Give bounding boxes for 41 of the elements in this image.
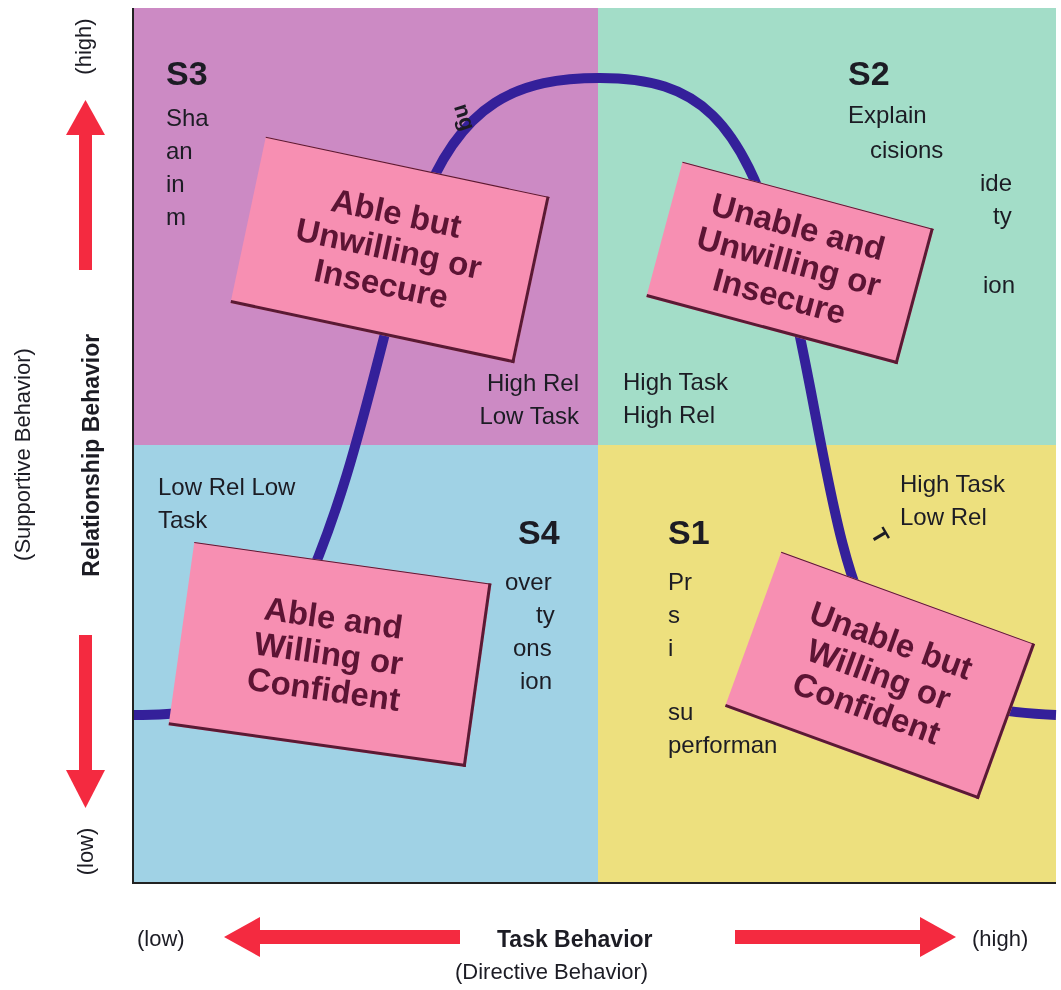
quadrant-text: in xyxy=(166,169,185,199)
quadrant xyxy=(133,8,598,445)
axis-label: (high) xyxy=(69,18,97,75)
quadrant-text: High Task High Rel xyxy=(623,367,729,430)
quadrant-text: High Task Low Rel xyxy=(900,469,1006,532)
axis-label: (high) xyxy=(972,925,1029,953)
curve-label: ng xyxy=(449,100,480,134)
style-label: S1 xyxy=(668,515,710,549)
quadrant-text: Pr xyxy=(668,567,692,597)
axis-label: (low) xyxy=(137,925,185,953)
quadrant xyxy=(598,445,1056,883)
quadrant-text: High Rel Low Task xyxy=(478,368,579,431)
axis-subtitle: (Supportive Behavior) xyxy=(8,348,36,561)
axis-subtitle: (Directive Behavior) xyxy=(455,958,649,986)
style-label: S3 xyxy=(166,56,208,90)
quadrant-text: m xyxy=(166,202,186,232)
quadrant-text: ion xyxy=(520,666,553,696)
quadrant-text: ty xyxy=(536,600,555,630)
quadrant-text: Sha xyxy=(166,103,209,133)
quadrant-text: ide xyxy=(980,168,1013,198)
quadrant xyxy=(598,8,1056,445)
axis-title: Task Behavior xyxy=(497,925,653,954)
quadrant-text: an xyxy=(166,136,193,166)
axis-title: Relationship Behavior xyxy=(77,333,106,577)
quadrant-text: Explain xyxy=(848,100,927,130)
quadrant-text: over xyxy=(505,567,552,597)
quadrant-text: ons xyxy=(513,633,552,663)
quadrant-text: performan xyxy=(668,730,778,760)
quadrant-text: su xyxy=(668,697,694,727)
curve-label: T xyxy=(866,524,893,548)
quadrant-text: ty xyxy=(993,201,1012,231)
style-label: S4 xyxy=(518,515,560,549)
quadrant-text: ion xyxy=(983,270,1016,300)
note-text: Able and Willing or Confident xyxy=(243,588,407,720)
quadrant-text: Low Rel Low Task xyxy=(158,472,297,535)
style-label: S2 xyxy=(848,56,890,90)
quadrant xyxy=(133,445,598,883)
quadrant-text: i xyxy=(668,633,674,663)
quadrant-text: cisions xyxy=(870,135,944,165)
axis-label: (low) xyxy=(72,827,100,876)
quadrant-text: s xyxy=(668,600,680,630)
